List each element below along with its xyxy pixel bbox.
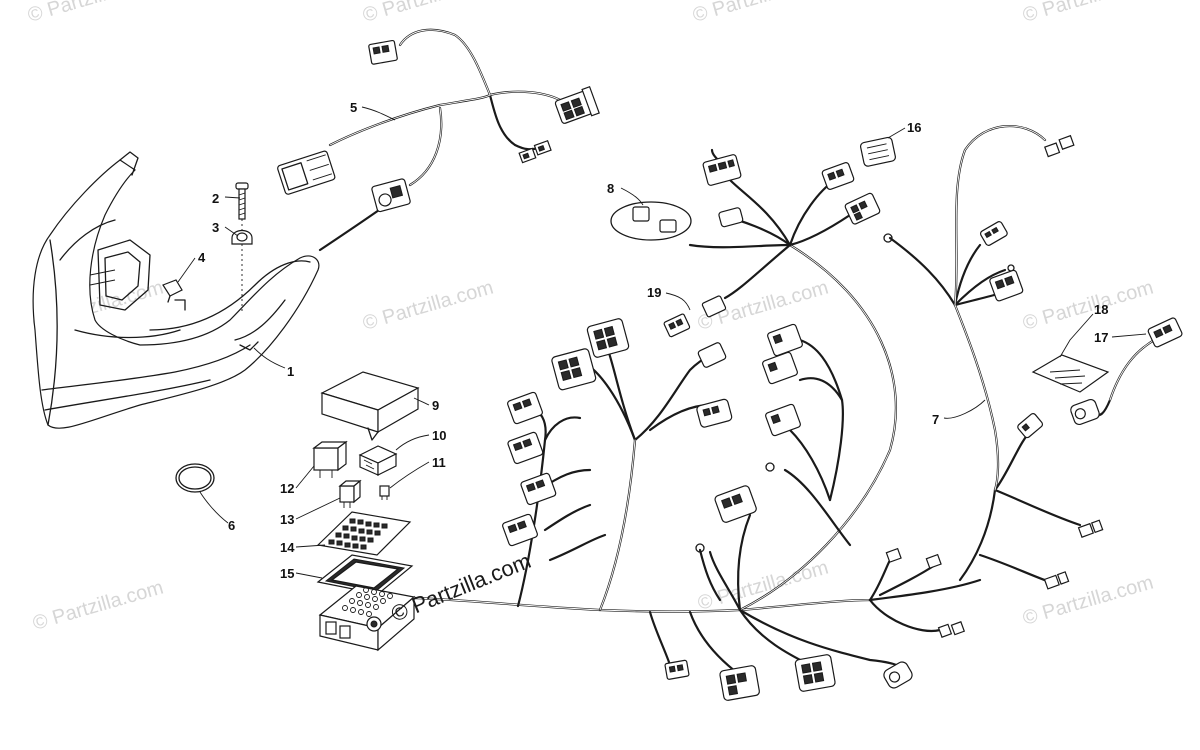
watermark-main: © Partzilla.com (388, 548, 535, 627)
clip-part (162, 279, 183, 303)
part-label-17: 17 (1094, 330, 1108, 345)
part-label-16: 16 (907, 120, 921, 135)
part-label-5: 5 (350, 100, 357, 115)
part-label-6: 6 (228, 518, 235, 533)
connector-17 (1070, 317, 1183, 426)
part-label-3: 3 (212, 220, 219, 235)
part-label-18: 18 (1094, 302, 1108, 317)
watermark: © Partzilla.com (360, 277, 496, 335)
part-label-1: 1 (287, 364, 294, 379)
screw-part (235, 182, 249, 312)
part-label-10: 10 (432, 428, 446, 443)
ring-part (175, 463, 215, 493)
watermark: © Partzilla.com (690, 0, 826, 27)
part-labels: 1 2 3 4 5 6 7 8 9 10 11 12 13 14 15 16 1… (198, 100, 1108, 581)
watermark: © Partzilla.com (30, 577, 166, 635)
part-label-9: 9 (432, 398, 439, 413)
part-label-7: 7 (932, 412, 939, 427)
connector-16 (859, 136, 896, 167)
main-harness (412, 124, 1104, 701)
watermark: © Partzilla.com (1020, 277, 1156, 335)
part-label-4: 4 (198, 250, 206, 265)
watermark: © Partzilla.com (25, 0, 161, 27)
capsule-part (610, 201, 692, 241)
part-label-8: 8 (607, 181, 614, 196)
part-label-13: 13 (280, 512, 294, 527)
clamp-part (231, 229, 253, 245)
part-label-12: 12 (280, 481, 294, 496)
part-label-14: 14 (280, 540, 295, 555)
part-label-15: 15 (280, 566, 294, 581)
connector-19 (663, 295, 727, 338)
headlight-harness (277, 28, 600, 252)
fuse-box-group (312, 371, 420, 652)
fuse-grid (328, 518, 388, 550)
watermark: © Partzilla.com (1020, 572, 1156, 630)
watermark: © Partzilla.com (360, 0, 496, 27)
part-label-2: 2 (212, 191, 219, 206)
leader-lines (177, 106, 1147, 579)
part-label-11: 11 (432, 455, 446, 470)
watermark: © Partzilla.com (1020, 0, 1156, 27)
fuse-block-slots (342, 587, 393, 617)
sticker-part (1031, 354, 1110, 393)
part-label-19: 19 (647, 285, 661, 300)
headlight-assembly (32, 151, 320, 429)
